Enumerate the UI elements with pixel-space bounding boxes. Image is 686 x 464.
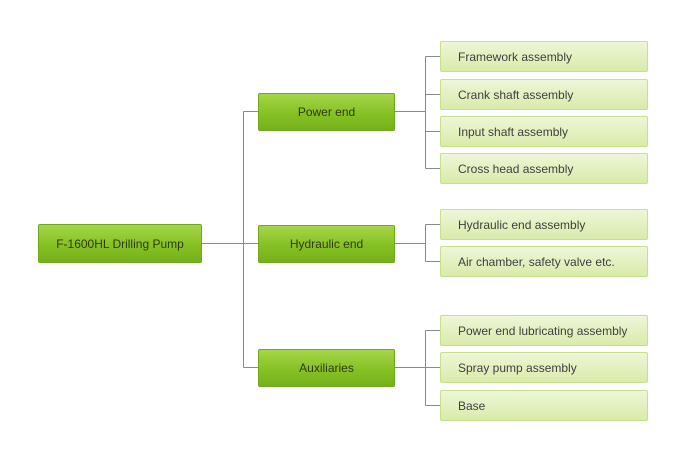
branch-node-power-end: Power end (258, 93, 395, 131)
leaf-hydraulic-end-assembly: Hydraulic end assembly (440, 209, 648, 240)
leaf-crank-shaft-assembly: Crank shaft assembly (440, 79, 648, 110)
branch-node-auxiliaries: Auxiliaries (258, 349, 395, 387)
branch-node-hydraulic-end: Hydraulic end (258, 225, 395, 263)
leaf-framework-assembly: Framework assembly (440, 41, 648, 72)
leaf-spray-pump-assembly: Spray pump assembly (440, 352, 648, 383)
leaf-cross-head-assembly: Cross head assembly (440, 153, 648, 184)
leaf-power-end-lubricating-assembly: Power end lubricating assembly (440, 315, 648, 346)
root-node: F-1600HL Drilling Pump (38, 224, 202, 263)
leaf-base: Base (440, 390, 648, 421)
leaf-air-chamber-safety-valve: Air chamber, safety valve etc. (440, 246, 648, 277)
leaf-input-shaft-assembly: Input shaft assembly (440, 116, 648, 147)
